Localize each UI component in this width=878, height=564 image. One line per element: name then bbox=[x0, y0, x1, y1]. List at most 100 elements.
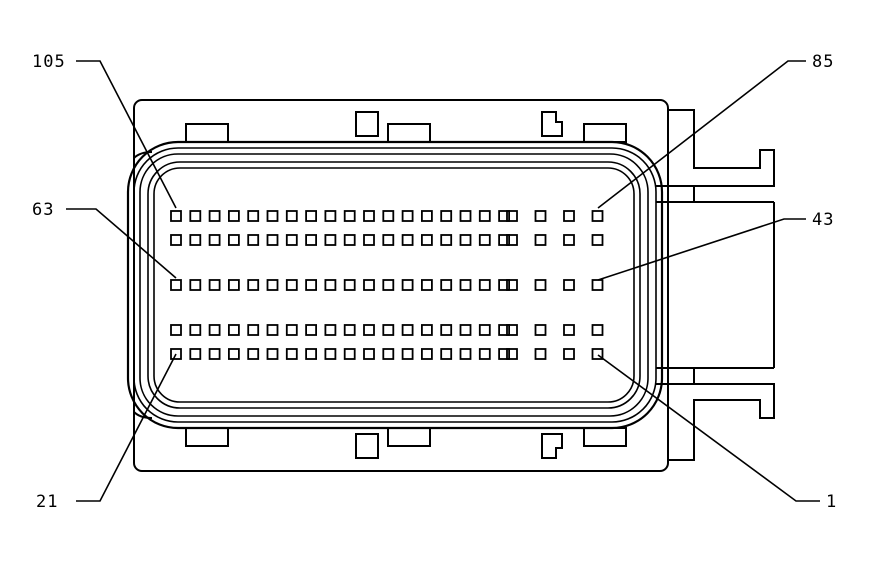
pin-cavity bbox=[563, 348, 575, 360]
pin-cavity bbox=[506, 324, 518, 336]
pin-cavity bbox=[498, 348, 511, 360]
pin-cavity bbox=[343, 210, 356, 222]
pin-cavity bbox=[563, 234, 575, 246]
pin-cavity bbox=[208, 234, 221, 246]
pin-cavity bbox=[343, 348, 356, 360]
pin-cavity bbox=[506, 210, 518, 222]
pin-cavity bbox=[478, 348, 491, 360]
pin-cavity bbox=[506, 348, 518, 360]
pin-cavity bbox=[227, 324, 240, 336]
pin-cavity bbox=[247, 210, 260, 222]
pin-cavity bbox=[266, 210, 279, 222]
pin-cavity bbox=[363, 210, 375, 222]
pin-cavity bbox=[506, 279, 518, 291]
pin-cavity bbox=[498, 234, 511, 246]
pin-cavity bbox=[189, 324, 202, 336]
pin-cavity bbox=[324, 234, 337, 246]
pin-cavity bbox=[324, 210, 337, 222]
pin-cavity bbox=[285, 324, 298, 336]
pin-cavity bbox=[591, 324, 604, 336]
pin-cavity bbox=[266, 348, 279, 360]
pin-cavity bbox=[591, 348, 604, 360]
pin-cavity bbox=[459, 279, 472, 291]
label-pin-85: 85 bbox=[812, 52, 834, 72]
pin-cavity bbox=[285, 279, 298, 291]
pin-cavity bbox=[208, 324, 221, 336]
pin-cavity bbox=[285, 210, 298, 222]
label-pin-63: 63 bbox=[32, 200, 54, 220]
pin-cavity bbox=[247, 348, 260, 360]
pin-cavity bbox=[478, 234, 491, 246]
pin-cavity bbox=[305, 348, 318, 360]
pin-cavity bbox=[363, 324, 375, 336]
leader-lines bbox=[66, 60, 820, 502]
pin-grid bbox=[170, 210, 604, 360]
pin-cavity bbox=[382, 279, 395, 291]
pin-cavity bbox=[498, 210, 511, 222]
pin-cavity bbox=[478, 279, 491, 291]
pin-cavity bbox=[440, 210, 453, 222]
pin-cavity bbox=[227, 279, 240, 291]
pin-cavity bbox=[478, 210, 491, 222]
pin-cavity bbox=[563, 324, 575, 336]
pin-cavity bbox=[343, 324, 356, 336]
leader-line-85 bbox=[597, 60, 806, 209]
left-side-tab-bottom bbox=[133, 411, 153, 419]
pin-cavity bbox=[382, 234, 395, 246]
pin-cavity bbox=[534, 324, 547, 336]
pin-cavity bbox=[324, 324, 337, 336]
pin-cavity bbox=[189, 348, 202, 360]
mounting-flange bbox=[656, 109, 775, 461]
pin-cavity bbox=[208, 210, 221, 222]
pin-cavity bbox=[382, 210, 395, 222]
pin-cavity bbox=[170, 279, 182, 291]
pin-cavity bbox=[478, 324, 491, 336]
pin-cavity bbox=[189, 234, 202, 246]
pin-cavity bbox=[170, 210, 182, 222]
pin-cavity bbox=[305, 279, 318, 291]
pin-cavity bbox=[266, 279, 279, 291]
pin-cavity bbox=[591, 279, 604, 291]
pin-cavity bbox=[459, 234, 472, 246]
pin-cavity bbox=[591, 234, 604, 246]
pin-cavity bbox=[440, 234, 453, 246]
pin-cavity bbox=[189, 279, 202, 291]
pin-cavity bbox=[170, 234, 182, 246]
pin-cavity bbox=[459, 348, 472, 360]
pin-cavity bbox=[170, 324, 182, 336]
pin-cavity bbox=[227, 210, 240, 222]
pin-cavity bbox=[247, 324, 260, 336]
label-pin-105: 105 bbox=[32, 52, 66, 72]
pin-cavity bbox=[343, 279, 356, 291]
pin-cavity bbox=[459, 324, 472, 336]
pin-cavity bbox=[498, 279, 511, 291]
label-pin-1: 1 bbox=[826, 492, 837, 512]
pin-cavity bbox=[440, 348, 453, 360]
pin-cavity bbox=[591, 210, 604, 222]
top-latches bbox=[185, 111, 627, 143]
leader-line-105 bbox=[76, 60, 177, 209]
pin-cavity bbox=[401, 348, 414, 360]
pin-cavity bbox=[208, 279, 221, 291]
pin-cavity bbox=[343, 234, 356, 246]
pin-cavity bbox=[563, 279, 575, 291]
pin-cavity bbox=[324, 279, 337, 291]
pin-cavity bbox=[440, 324, 453, 336]
pin-cavity bbox=[285, 348, 298, 360]
bottom-latches bbox=[185, 427, 627, 459]
pin-cavity bbox=[363, 348, 375, 360]
pin-cavity bbox=[534, 279, 547, 291]
pin-cavity bbox=[305, 324, 318, 336]
pin-cavity bbox=[498, 324, 511, 336]
leader-line-1 bbox=[597, 354, 820, 502]
pin-cavity bbox=[420, 210, 433, 222]
pin-cavity bbox=[401, 234, 414, 246]
pin-cavity bbox=[401, 324, 414, 336]
pin-cavity bbox=[208, 348, 221, 360]
left-side-tab-top bbox=[133, 151, 153, 159]
pin-cavity bbox=[420, 324, 433, 336]
label-pin-21: 21 bbox=[36, 492, 58, 512]
pin-cavity bbox=[363, 234, 375, 246]
